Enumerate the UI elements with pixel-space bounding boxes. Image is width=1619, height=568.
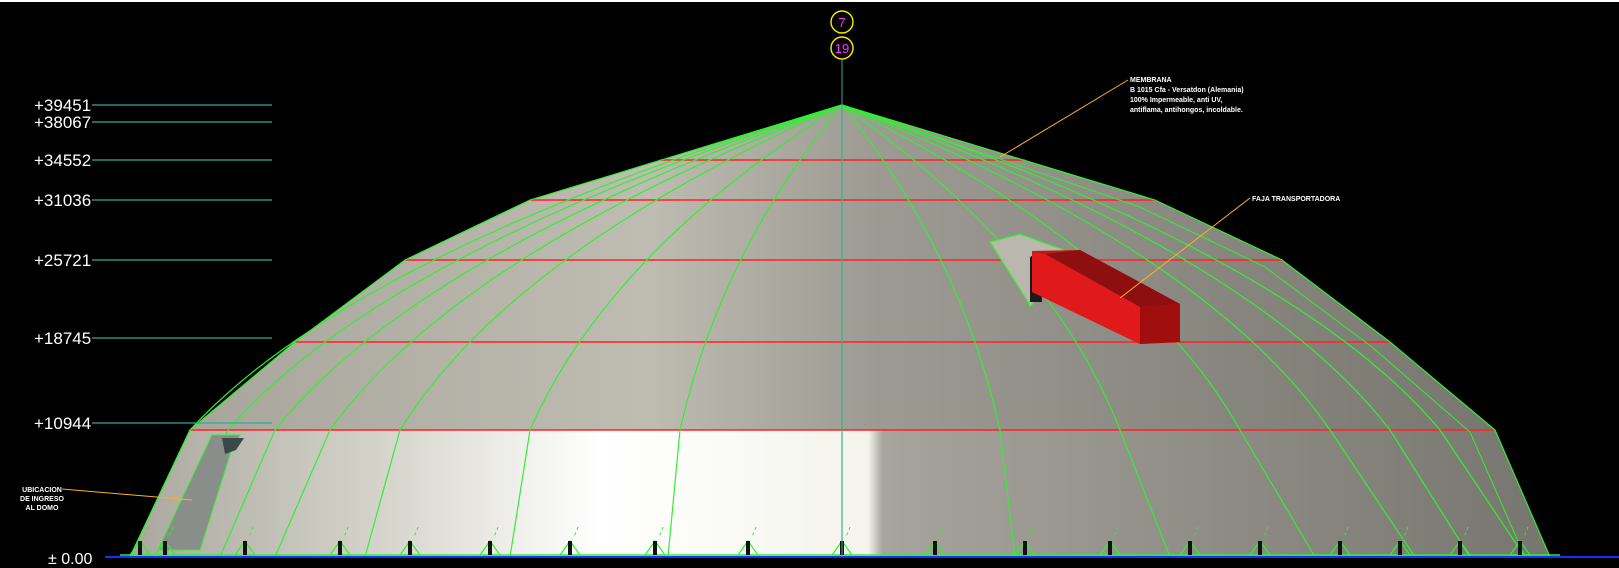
entrance-note-line-1: UBICACION	[22, 487, 62, 494]
rib-line	[364, 104, 843, 558]
rib-line	[841, 104, 1416, 558]
rib-line	[841, 104, 1471, 558]
grid-bubble-7: 7	[830, 10, 854, 34]
membrane-leader	[999, 79, 1129, 158]
footing-post	[1108, 541, 1112, 555]
footing-post	[1458, 541, 1462, 555]
footing-dash	[168, 526, 174, 538]
conveyor-leader	[1119, 197, 1251, 299]
grid-bubble-7-label: 7	[838, 15, 845, 30]
footing-dash	[938, 526, 944, 538]
footing-post	[488, 541, 492, 555]
membrane-note: MEMBRANA B 1015 Cfa - Versatdon (Alemani…	[1130, 77, 1244, 114]
footing-dash	[751, 526, 757, 538]
footing-post	[243, 541, 247, 555]
entrance-note-line-2: DE INGRESO	[20, 496, 65, 503]
rib-line	[667, 104, 843, 558]
footing-post	[568, 541, 572, 555]
footing-post	[1188, 541, 1192, 555]
footing-post	[1023, 541, 1027, 555]
grid-bubble-19: 19	[830, 36, 854, 60]
entrance-opening	[157, 434, 241, 551]
entrance-opening-dark	[222, 438, 244, 454]
footing-post	[338, 541, 342, 555]
footing-dash	[1403, 526, 1409, 538]
footing-dash	[248, 526, 254, 538]
footing-dash	[1523, 526, 1529, 538]
footing-dash	[1113, 526, 1119, 538]
footing-dash	[1028, 526, 1034, 538]
footing-dash	[413, 526, 419, 538]
level-label: +34552	[34, 151, 91, 170]
footing-dash	[343, 526, 349, 538]
level-label: +10944	[34, 414, 91, 433]
conveyor-belt	[989, 233, 1180, 344]
rib-line	[841, 104, 1016, 558]
membrane-note-line-2: 100% Impermeable, anti UV,	[1130, 97, 1222, 104]
conveyor-note: FAJA TRANSPORTADORA	[1252, 196, 1340, 203]
footing-post	[138, 541, 142, 555]
entrance-leader	[61, 488, 193, 501]
level-label: +18745	[34, 329, 91, 348]
footing-dash	[1193, 526, 1199, 538]
footing-post	[653, 541, 657, 555]
footing-post	[163, 541, 167, 555]
rib-line	[841, 104, 1526, 558]
footings	[128, 526, 1532, 556]
rib-line	[129, 104, 843, 558]
footing-post	[1518, 541, 1522, 555]
rib-line	[509, 104, 843, 558]
dome-outline-right-secondary	[841, 104, 1526, 558]
footing-post	[1258, 541, 1262, 555]
level-label: +25721	[34, 251, 91, 270]
footing-dash	[1343, 526, 1349, 538]
footing-post	[933, 541, 937, 555]
level-label: +38067	[34, 113, 91, 132]
footing-post	[408, 541, 412, 555]
footing-dash	[845, 526, 851, 538]
dome-base-band	[130, 430, 1550, 557]
base-level-label: ± 0.00	[48, 551, 92, 568]
footing-dash	[1463, 526, 1469, 538]
entrance-note-line-3: AL DOMO	[26, 505, 59, 512]
membrane-note-line-1: B 1015 Cfa - Versatdon (Alemania)	[1130, 87, 1244, 94]
footing-dash	[143, 526, 149, 538]
footing-dash	[658, 526, 664, 538]
footing-post	[1338, 541, 1342, 555]
footing-dash	[573, 526, 579, 538]
footing-dash	[493, 526, 499, 538]
footing-post	[1398, 541, 1402, 555]
level-label: +39451	[34, 96, 91, 115]
entrance-note: UBICACION DE INGRESO AL DOMO	[20, 487, 65, 512]
footing-dash	[1263, 526, 1269, 538]
rib-line	[219, 104, 843, 558]
rib-line	[274, 104, 843, 558]
membrane-note-line-3: antiflama, antihongos, incoldable.	[1130, 107, 1243, 114]
rib-line	[164, 104, 843, 558]
membrane-note-title: MEMBRANA	[1130, 77, 1172, 84]
footing-post	[746, 541, 750, 555]
level-label: +31036	[34, 191, 91, 210]
level-markers: +39451+38067 +34552 +31036 +25721 +18745 +109…	[34, 96, 272, 433]
grid-bubble-19-label: 19	[835, 41, 849, 56]
